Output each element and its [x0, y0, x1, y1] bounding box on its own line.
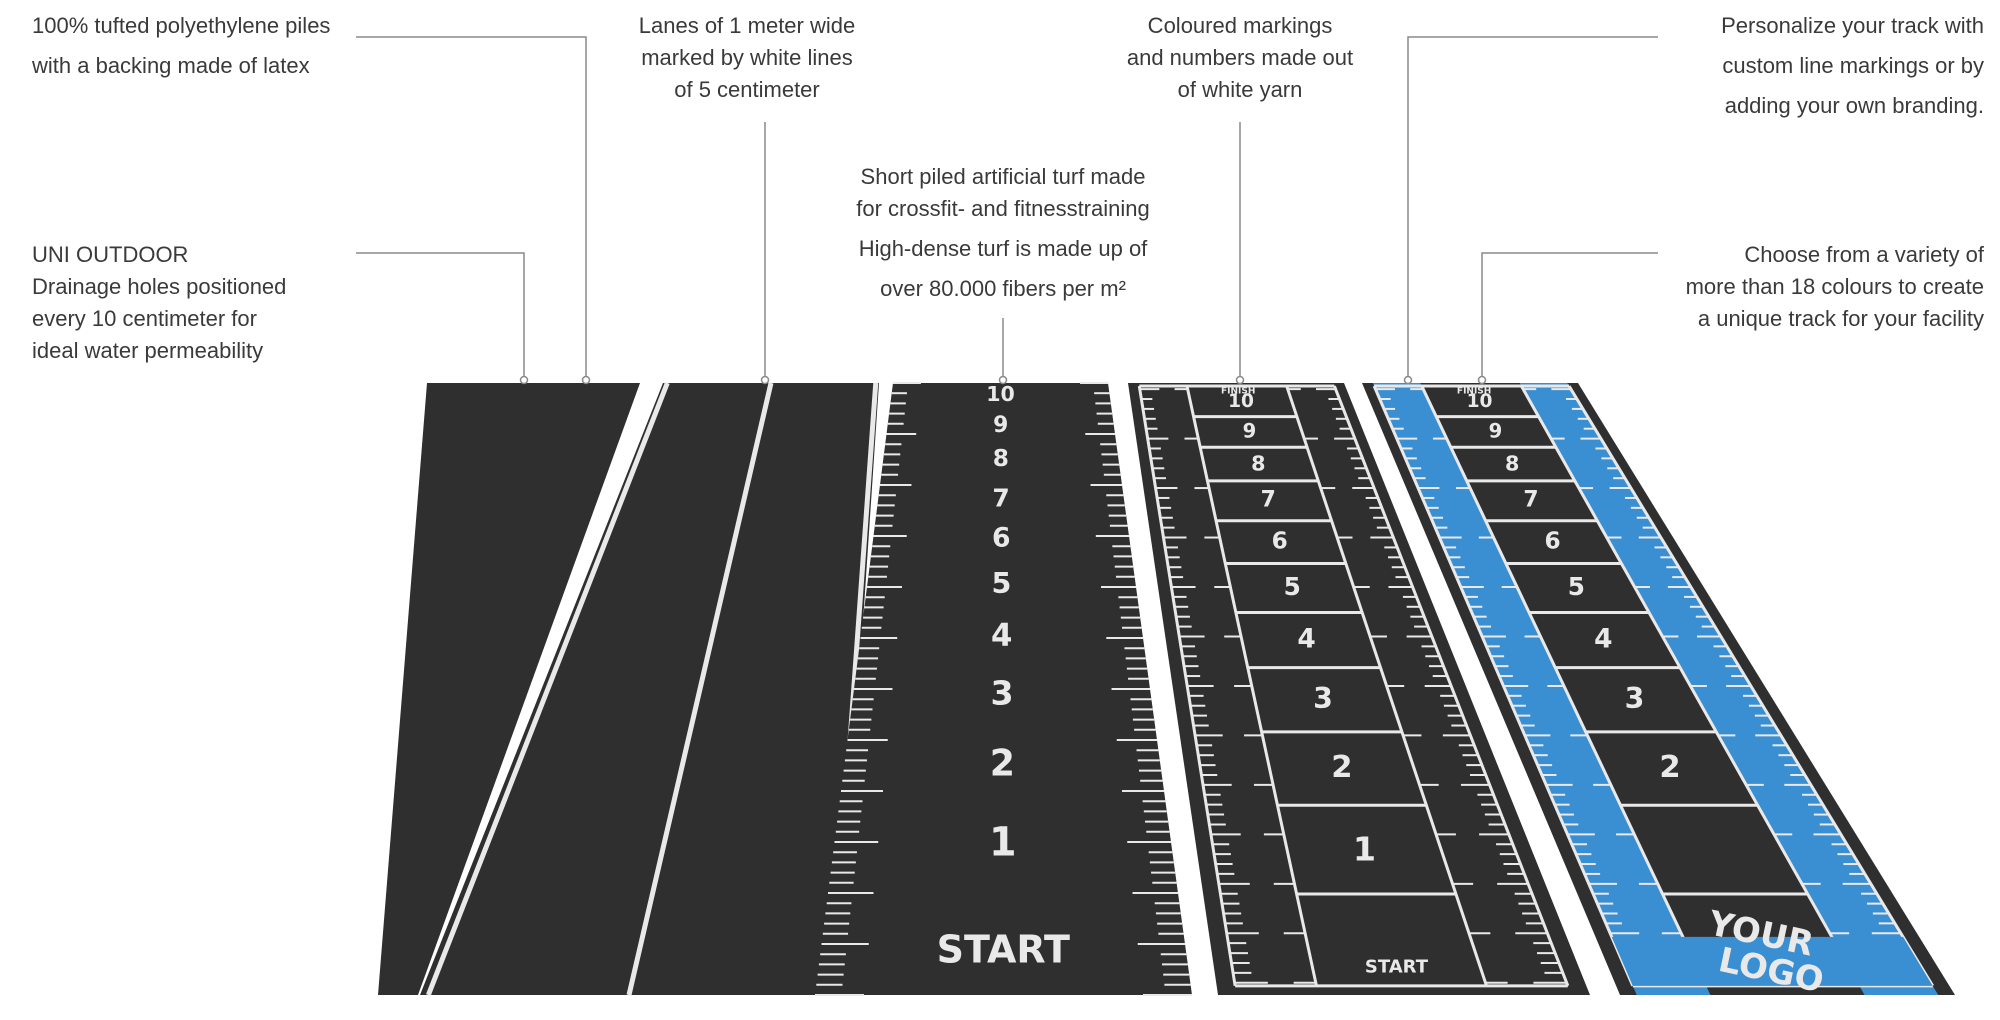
annotation-colours: Choose from a variety of more than 18 co…: [1686, 239, 1984, 335]
annotation-turf-line-2: for crossfit- and fitnesstraining: [856, 196, 1150, 221]
branded-number-3: 3: [1625, 682, 1645, 715]
start-label: START: [937, 928, 1070, 972]
boxed-outer-left: [1137, 385, 1237, 987]
annotation-piles-line-2: with a backing made of latex: [32, 53, 310, 78]
branded-number-6: 6: [1544, 528, 1560, 555]
branded-number-7: 7: [1523, 488, 1538, 513]
annotation-drainage-line-4: ideal water permeability: [32, 338, 264, 363]
annotation-lanes-line-1: Lanes of 1 meter wide: [638, 13, 856, 38]
annotation-colours-line-2: more than 18 colours to create: [1685, 274, 1984, 299]
track-number-3: 3: [990, 674, 1013, 713]
annotation-markings: Coloured markings and numbers made out o…: [1127, 10, 1353, 106]
annotation-lanes-line-3: of 5 centimeter: [674, 77, 820, 102]
track-number-9: 9: [993, 413, 1008, 438]
boxed-inner-left: [1185, 385, 1318, 987]
boxed-number-6: 6: [1272, 528, 1288, 555]
track-lanes-surface: [420, 383, 879, 995]
boxed-number-7: 7: [1261, 488, 1276, 513]
annotation-colours-line-1: Choose from a variety of: [1744, 242, 1984, 267]
track-number-10: 10: [986, 382, 1015, 406]
track-number-1: 1: [989, 820, 1017, 866]
track-number-4: 4: [991, 617, 1012, 653]
boxed-number-3: 3: [1313, 682, 1333, 715]
boxed-number-9: 9: [1243, 419, 1257, 442]
lane-line-middle: [626, 382, 774, 996]
annotation-markings-line-3: of white yarn: [1177, 77, 1303, 102]
annotation-turf-line-1: Short piled artificial turf made: [860, 164, 1146, 189]
boxed-start-label: START: [1365, 956, 1429, 977]
annotation-piles: 100% tufted polyethylene piles with a ba…: [32, 10, 330, 82]
annotation-personalize: Personalize your track with custom line …: [1721, 10, 1984, 122]
annotation-personalize-line-3: adding your own branding.: [1724, 93, 1984, 118]
track-number-6: 6: [992, 523, 1011, 554]
branded-blue-left: [1372, 383, 1711, 995]
boxed-number-5: 5: [1284, 572, 1301, 601]
annotation-personalize-line-2: custom line markings or by: [1722, 53, 1984, 78]
annotation-colours-line-3: a unique track for your facility: [1697, 306, 1984, 331]
boxed-number-4: 4: [1297, 624, 1315, 655]
track-number-5: 5: [992, 566, 1012, 600]
track-plain: [378, 383, 640, 995]
boxed-finish-label: FINISH: [1221, 386, 1255, 396]
boxed-number-2: 2: [1331, 750, 1352, 785]
branded-number-10: 10: [1467, 391, 1493, 412]
branded-number-2: 2: [1659, 750, 1680, 785]
track-number-8: 8: [993, 445, 1009, 472]
branded-number-8: 8: [1505, 451, 1519, 475]
branded-blue-right: [1519, 383, 1939, 995]
annotation-lanes: Lanes of 1 meter wide marked by white li…: [639, 10, 855, 106]
annotation-markings-line-2: and numbers made out: [1126, 45, 1354, 70]
lane-line-left: [426, 382, 670, 996]
boxed-number-8: 8: [1251, 451, 1265, 475]
annotation-drainage-line-1: UNI OUTDOOR: [32, 242, 189, 267]
annotation-drainage: UNI OUTDOOR Drainage holes positioned ev…: [32, 239, 286, 367]
branded-finish-label: FINISH: [1457, 386, 1491, 396]
annotation-markings-line-1: Coloured markings: [1147, 13, 1333, 38]
track-plain-surface: [378, 383, 640, 995]
logo-panel: [1611, 936, 1933, 986]
annotation-turf-line-3: High-dense turf is made up of: [858, 236, 1148, 261]
track-boxed-surface: [1128, 383, 1590, 995]
annotation-drainage-line-3: every 10 centimeter for: [32, 306, 257, 331]
track-lanes: [420, 382, 879, 996]
annotation-personalize-line-1: Personalize your track with: [1721, 13, 1984, 38]
annotation-turf: Short piled artificial turf made for cro…: [856, 161, 1149, 305]
branded-number-5: 5: [1568, 572, 1585, 601]
annotation-piles-line-1: 100% tufted polyethylene piles: [32, 13, 331, 38]
track-number-2: 2: [990, 742, 1015, 785]
track-number-7: 7: [992, 483, 1009, 512]
boxed-number-1: 1: [1353, 830, 1376, 869]
annotation-lanes-line-2: marked by white lines: [641, 45, 853, 70]
boxed-number-10: 10: [1228, 391, 1254, 412]
annotation-drainage-line-2: Drainage holes positioned: [32, 274, 287, 299]
branded-number-9: 9: [1489, 419, 1503, 442]
branded-number-4: 4: [1594, 624, 1612, 655]
annotation-turf-line-4: over 80.000 fibers per m²: [880, 276, 1126, 301]
